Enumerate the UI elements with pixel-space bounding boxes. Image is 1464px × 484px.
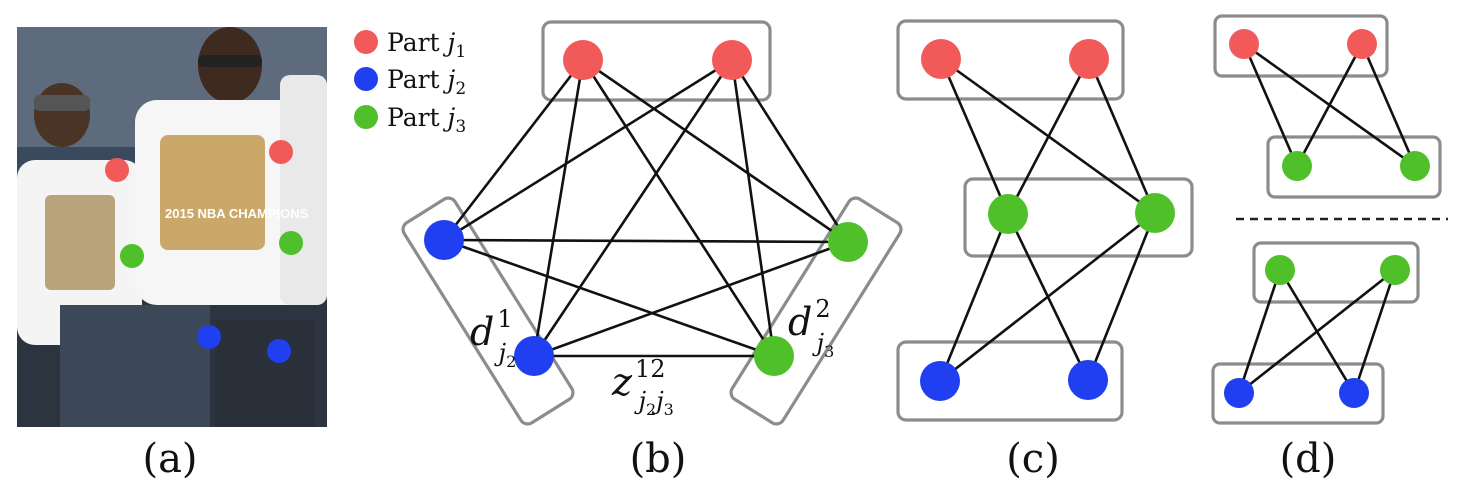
node-part3 bbox=[754, 336, 794, 376]
node-part2 bbox=[514, 336, 554, 376]
panel-a-photo: 2015 NBA CHAMPIONS bbox=[17, 27, 327, 427]
node-part3 bbox=[1135, 193, 1175, 233]
node-part1 bbox=[1347, 29, 1377, 59]
legend: Part j1 Part j2 Part j3 bbox=[354, 28, 466, 137]
svg-text:Part j2: Part j2 bbox=[387, 65, 466, 99]
panel-d-nodes bbox=[1224, 29, 1430, 408]
node-part1 bbox=[921, 39, 961, 79]
kp-part2 bbox=[267, 339, 291, 363]
panel-d-edges bbox=[1237, 42, 1417, 395]
node-part2 bbox=[1224, 378, 1254, 408]
legend-item-part2: Part j2 bbox=[354, 65, 466, 99]
caption-b: (b) bbox=[630, 436, 687, 482]
panel-a-keypoints bbox=[105, 140, 303, 363]
node-part3 bbox=[828, 222, 868, 262]
panel-b-nodes bbox=[424, 40, 868, 376]
panel-d-boxes bbox=[1211, 14, 1442, 425]
node-part3 bbox=[1282, 151, 1312, 181]
panel-b-boxes bbox=[401, 20, 903, 426]
node-part3 bbox=[1400, 151, 1430, 181]
node-part2 bbox=[920, 361, 960, 401]
panel-b-edges bbox=[442, 58, 850, 358]
node-part3 bbox=[1265, 255, 1295, 285]
node-part1 bbox=[1229, 29, 1259, 59]
node-part2 bbox=[424, 220, 464, 260]
panel-c-boxes bbox=[896, 19, 1194, 422]
kp-part3 bbox=[279, 231, 303, 255]
node-part2 bbox=[1339, 378, 1369, 408]
node-part1 bbox=[712, 40, 752, 80]
node-part1 bbox=[1069, 39, 1109, 79]
node-part3 bbox=[988, 194, 1028, 234]
kp-part1 bbox=[105, 158, 129, 182]
node-part1 bbox=[563, 40, 603, 80]
caption-c: (c) bbox=[1006, 436, 1060, 482]
kp-part1 bbox=[269, 140, 293, 164]
caption-a: (a) bbox=[142, 436, 197, 482]
panel-c-edges bbox=[938, 57, 1157, 383]
legend-item-part3: Part j3 bbox=[354, 103, 466, 137]
photo-shirt-text: 2015 NBA CHAMPIONS bbox=[165, 206, 309, 221]
kp-part2 bbox=[197, 325, 221, 349]
svg-text:Part j1: Part j1 bbox=[387, 28, 466, 62]
legend-item-part1: Part j1 bbox=[354, 28, 466, 62]
node-part3 bbox=[1380, 255, 1410, 285]
kp-part3 bbox=[120, 244, 144, 268]
panel-c-nodes bbox=[920, 39, 1175, 401]
caption-d: (d) bbox=[1280, 436, 1337, 482]
captions: (a) (b) (c) (d) bbox=[142, 436, 1336, 482]
svg-text:Part j3: Part j3 bbox=[387, 103, 466, 137]
node-part2 bbox=[1068, 360, 1108, 400]
